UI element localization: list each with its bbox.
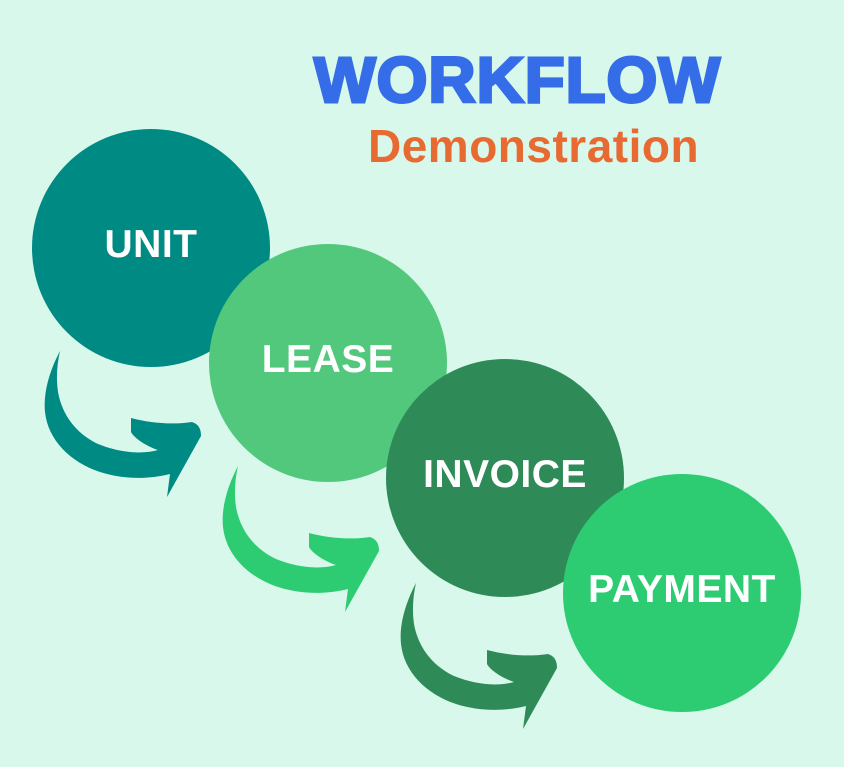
step-invoice: INVOICE [386,359,624,597]
step-payment-label: PAYMENT [588,568,776,611]
step-unit-label: UNIT [104,223,198,266]
curved-arrow-icon [222,466,379,612]
workflow-title: WORKFLOW [312,43,721,118]
demonstration-subtitle: Demonstration [368,120,700,172]
step-payment: PAYMENT [563,474,801,712]
step-invoice-label: INVOICE [423,453,587,496]
curved-arrow-icon [44,351,201,497]
curved-arrow-icon [400,583,557,729]
step-lease-label: LEASE [261,338,395,381]
